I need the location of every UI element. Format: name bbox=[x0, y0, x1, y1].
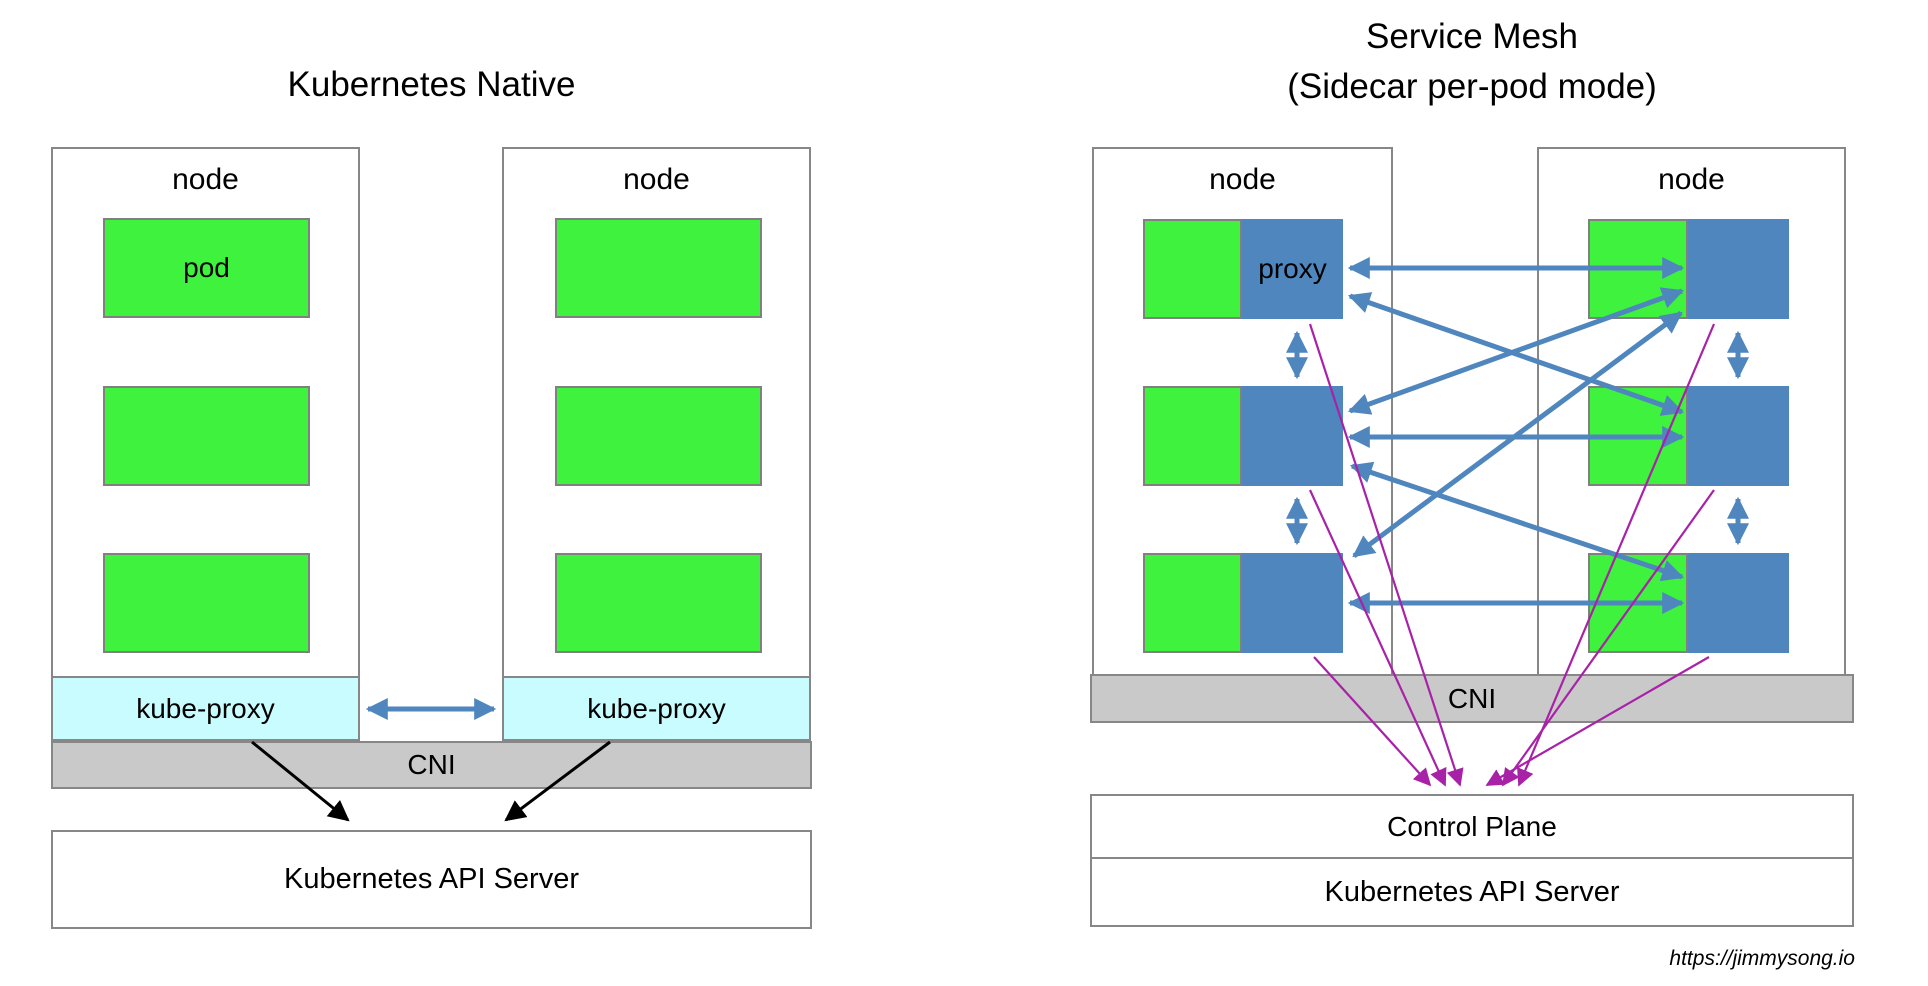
right-node-2: node bbox=[1537, 147, 1846, 723]
node-label: node bbox=[623, 163, 690, 196]
left-node-1: node pod bbox=[51, 147, 360, 741]
proxy-sidecar bbox=[1688, 386, 1789, 486]
right-panel-title: Service Mesh (Sidecar per-pod mode) bbox=[1090, 12, 1854, 112]
app-container bbox=[1143, 553, 1242, 653]
pod-label: pod bbox=[183, 252, 230, 283]
api-server-label: Kubernetes API Server bbox=[1324, 875, 1620, 908]
app-container bbox=[1143, 219, 1242, 319]
kube-proxy-box: kube-proxy bbox=[51, 676, 360, 741]
proxy-sidecar bbox=[1242, 553, 1343, 653]
proxy-sidecar: proxy bbox=[1242, 219, 1343, 319]
right-title-line1: Service Mesh bbox=[1365, 17, 1579, 56]
cni-bar-right: CNI bbox=[1090, 674, 1854, 723]
right-node-1: node proxy bbox=[1092, 147, 1393, 723]
sidecar-pod bbox=[1588, 386, 1789, 486]
left-node-2: node bbox=[502, 147, 811, 741]
app-container bbox=[1588, 553, 1688, 653]
kube-proxy-label: kube-proxy bbox=[136, 692, 275, 724]
kube-proxy-label: kube-proxy bbox=[587, 692, 726, 724]
control-plane-label: Control Plane bbox=[1387, 810, 1557, 842]
kube-proxy-box: kube-proxy bbox=[502, 676, 811, 741]
proxy-sidecar bbox=[1688, 219, 1789, 319]
app-container bbox=[1143, 386, 1242, 486]
cni-label: CNI bbox=[407, 749, 456, 780]
api-server-label: Kubernetes API Server bbox=[284, 863, 579, 895]
api-server-box-right: Kubernetes API Server bbox=[1090, 857, 1854, 927]
sidecar-pod bbox=[1143, 553, 1343, 653]
sidecar-pod: proxy bbox=[1143, 219, 1343, 319]
app-container bbox=[1588, 386, 1688, 486]
pod-box bbox=[555, 386, 762, 486]
node-label: node bbox=[1209, 163, 1276, 196]
sidecar-pod bbox=[1588, 219, 1789, 319]
pod-box bbox=[555, 218, 762, 318]
pod-box bbox=[103, 553, 310, 653]
left-panel-title: Kubernetes Native bbox=[287, 65, 576, 104]
proxy-label: proxy bbox=[1258, 253, 1327, 284]
proxy-sidecar bbox=[1688, 553, 1789, 653]
pod-box: pod bbox=[103, 218, 310, 318]
right-title-line2: (Sidecar per-pod mode) bbox=[1287, 67, 1657, 106]
app-container bbox=[1588, 219, 1688, 319]
pod-box bbox=[103, 386, 310, 486]
node-label: node bbox=[172, 163, 239, 196]
sidecar-pod bbox=[1143, 386, 1343, 486]
cni-bar-left: CNI bbox=[51, 741, 812, 789]
sidecar-pod bbox=[1588, 553, 1789, 653]
pod-box bbox=[555, 553, 762, 653]
api-server-box-left: Kubernetes API Server bbox=[51, 830, 812, 929]
control-plane-box: Control Plane bbox=[1090, 794, 1854, 859]
node-label: node bbox=[1658, 163, 1725, 196]
watermark-link: https://jimmysong.io bbox=[1669, 947, 1855, 970]
proxy-sidecar bbox=[1242, 386, 1343, 486]
cni-label: CNI bbox=[1447, 682, 1497, 714]
